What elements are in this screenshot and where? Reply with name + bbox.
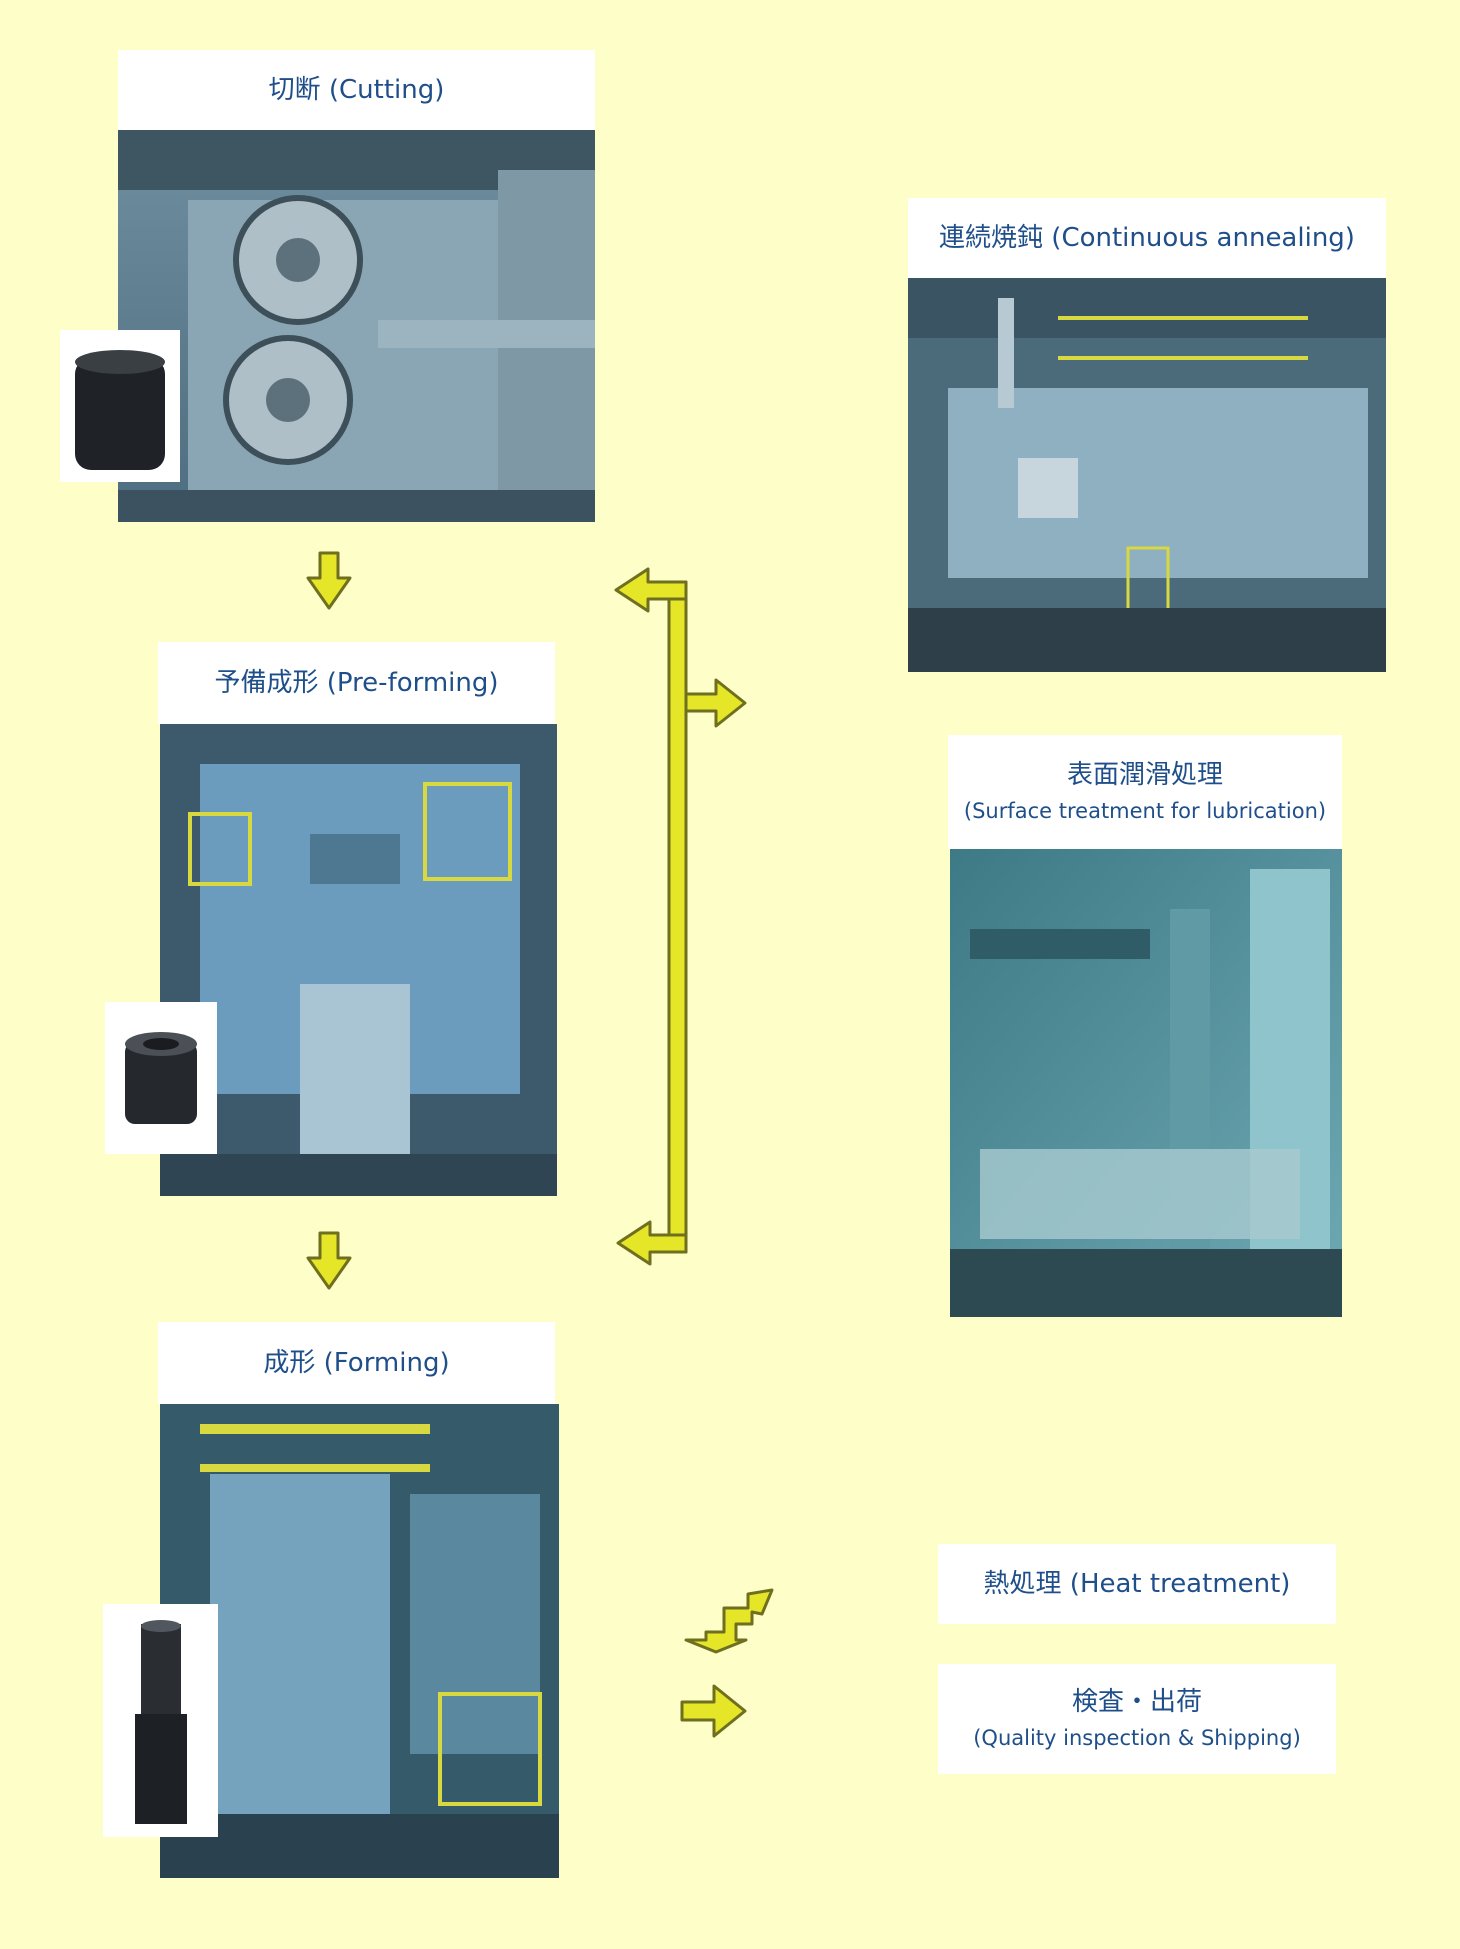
l-shaped-arrow-icon xyxy=(684,1588,774,1654)
forming-photo xyxy=(160,1404,559,1878)
lubrication-subtitle: (Surface treatment for lubrication) xyxy=(963,799,1327,824)
cutting-photo xyxy=(118,130,595,522)
right-arrow-icon xyxy=(680,1684,747,1738)
forming-sample-inset xyxy=(103,1604,218,1837)
down-arrow-icon xyxy=(306,551,352,610)
cutting-label: 切断 (Cutting) xyxy=(118,50,595,130)
left-arrow-icon xyxy=(616,1220,688,1266)
cutting-sample-inset xyxy=(60,330,180,482)
preforming-label: 予備成形 (Pre-forming) xyxy=(158,642,555,724)
cutting-title: 切断 (Cutting) xyxy=(268,74,445,105)
lubrication-title: 表面潤滑処理 xyxy=(1066,759,1223,790)
preforming-title: 予備成形 (Pre-forming) xyxy=(214,667,499,698)
lubrication-photo xyxy=(950,849,1342,1317)
annealing-title: 連続焼鈍 (Continuous annealing) xyxy=(939,222,1355,253)
lubrication-label: 表面潤滑処理 (Surface treatment for lubricatio… xyxy=(948,735,1342,849)
forming-title: 成形 (Forming) xyxy=(263,1347,450,1378)
heat-label: 熱処理 (Heat treatment) xyxy=(938,1544,1336,1624)
left-arrow-icon xyxy=(614,567,688,613)
forming-label: 成形 (Forming) xyxy=(158,1322,555,1404)
right-arrow-icon xyxy=(684,678,747,728)
heat-title: 熱処理 (Heat treatment) xyxy=(983,1568,1291,1599)
bracket-arrow-icon xyxy=(667,580,688,1254)
inspection-label: 検査・出荷 (Quality inspection & Shipping) xyxy=(938,1664,1336,1774)
preforming-sample-inset xyxy=(105,1002,217,1154)
preforming-photo xyxy=(160,724,557,1196)
down-arrow-icon xyxy=(306,1231,352,1290)
annealing-photo xyxy=(908,278,1386,672)
annealing-label: 連続焼鈍 (Continuous annealing) xyxy=(908,198,1386,278)
inspection-title: 検査・出荷 xyxy=(1071,1686,1202,1717)
inspection-subtitle: (Quality inspection & Shipping) xyxy=(973,1726,1301,1751)
